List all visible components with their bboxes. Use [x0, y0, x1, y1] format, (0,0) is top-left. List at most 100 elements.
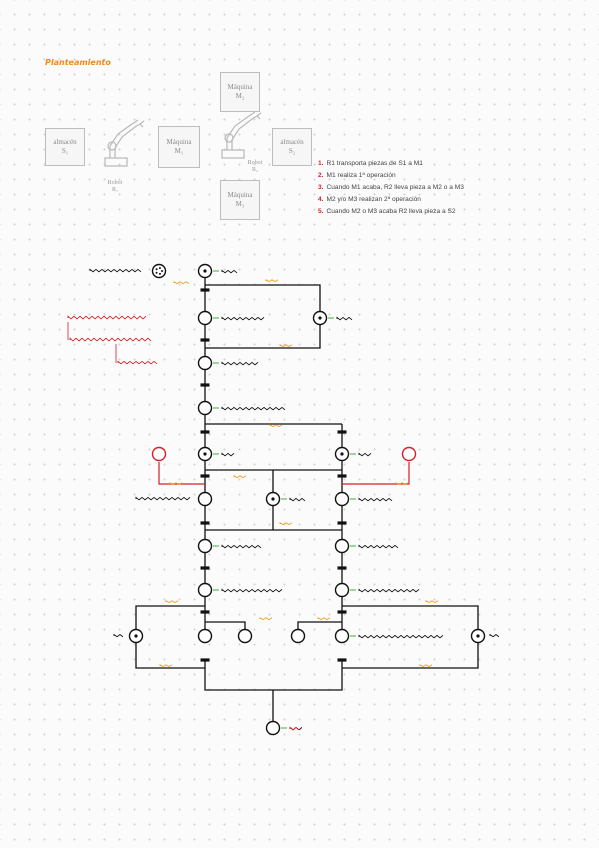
machine-m3-label: Máquina: [227, 191, 253, 199]
scribble-text: [425, 600, 439, 604]
scribble-text: [289, 497, 306, 502]
transition: [337, 521, 347, 525]
step-item: 4.M2 y/o M3 realizan 2ª operación: [318, 196, 421, 203]
place: [197, 446, 213, 462]
page-title: Planteamiento: [45, 58, 111, 67]
transition: [337, 610, 347, 614]
storage-s2-label: almacén: [280, 138, 304, 146]
scribble-text: [358, 497, 393, 502]
scribble-text: [69, 337, 152, 342]
robot-arm-r2-icon: [221, 111, 262, 159]
scribble-text: [169, 482, 183, 486]
transition: [337, 474, 347, 478]
machine-m2-sub: M₂: [235, 92, 245, 100]
scribble-text: [419, 664, 433, 668]
place: [334, 582, 350, 598]
arc: [158, 462, 205, 485]
scribble-text: [221, 452, 235, 457]
scribble-text: [279, 522, 293, 526]
storage-s2-sub: S₂: [288, 147, 296, 155]
transition: [200, 658, 210, 662]
scribble-text: [489, 633, 500, 638]
place: [401, 446, 417, 462]
step-item: 2.M1 realiza 1ª operación: [318, 172, 396, 179]
machine-m1-sub: M₁: [174, 147, 184, 155]
storage-s1-box: almacén S₁: [45, 128, 85, 166]
place: [265, 720, 281, 736]
transition: [337, 566, 347, 570]
place: [128, 628, 144, 644]
transition: [200, 383, 210, 387]
petri-net-transitions: [200, 288, 347, 662]
scribble-text: [221, 269, 238, 274]
arc: [204, 660, 343, 691]
place: [197, 628, 213, 644]
scribble-text: [233, 475, 247, 479]
handwritten-annotations: [67, 268, 500, 731]
scribble-text: [135, 496, 191, 501]
scribble-text: [221, 361, 259, 366]
step-item: 3.Cuando M1 acaba, R2 lleva pieza a M2 o…: [318, 184, 464, 191]
place: [197, 538, 213, 554]
place: [290, 628, 306, 644]
scribble-text: [89, 268, 142, 273]
scribble-text: [221, 316, 265, 321]
scribble-text: [117, 360, 158, 365]
scribble-text: [221, 406, 286, 411]
machine-m1-label: Máquina: [166, 138, 192, 146]
transition: [200, 566, 210, 570]
storage-s1-sub: S₁: [61, 147, 69, 155]
storage-s1-label: almacén: [53, 138, 77, 146]
machine-m1-box: Máquina M₁: [158, 126, 200, 168]
machine-m3-box: Máquina M₃: [220, 180, 260, 220]
robot-arm-r1-icon: [104, 119, 145, 167]
place: [197, 263, 213, 279]
storage-s2-box: almacén S₂: [272, 128, 312, 166]
transition: [200, 338, 210, 342]
scribble-text: [279, 344, 293, 348]
place: [197, 491, 213, 507]
transition: [200, 610, 210, 614]
place: [265, 491, 281, 507]
scribble-text: [358, 544, 399, 549]
scribble-text: [358, 588, 420, 593]
place: [197, 355, 213, 371]
place: [334, 628, 350, 644]
scribble-text: [358, 634, 444, 639]
place: [237, 628, 253, 644]
scribble-text: [221, 544, 262, 549]
machine-m2-label: Máquina: [227, 83, 253, 91]
place: [334, 538, 350, 554]
place: [334, 491, 350, 507]
place: [312, 310, 328, 326]
scribble-text: [317, 617, 331, 621]
scribble-text: [113, 633, 124, 638]
scribble-text: [165, 600, 179, 604]
arc: [135, 605, 205, 669]
step-item: 5.Cuando M2 o M3 acaba R2 lleva pieza a …: [318, 208, 456, 215]
transition: [337, 430, 347, 434]
scribble-text: [221, 588, 283, 593]
arc: [342, 462, 410, 485]
process-steps-list: 1.R1 transporta piezas de S1 a M1 2.M1 r…: [318, 158, 464, 218]
scribble-text: [265, 279, 279, 283]
petri-net-places: [128, 263, 486, 736]
place: [151, 446, 167, 462]
scribble-text: [269, 424, 283, 428]
place: [470, 628, 486, 644]
place: [197, 400, 213, 416]
place: [151, 263, 167, 279]
transition: [200, 521, 210, 525]
petri-net-arcs: [135, 278, 479, 728]
place: [197, 582, 213, 598]
scribble-text: [173, 281, 190, 285]
scribble-text: [395, 482, 409, 486]
scribble-text: [67, 315, 147, 320]
scribble-text: [289, 726, 300, 731]
scribble-text: [159, 664, 173, 668]
transition: [200, 288, 210, 292]
